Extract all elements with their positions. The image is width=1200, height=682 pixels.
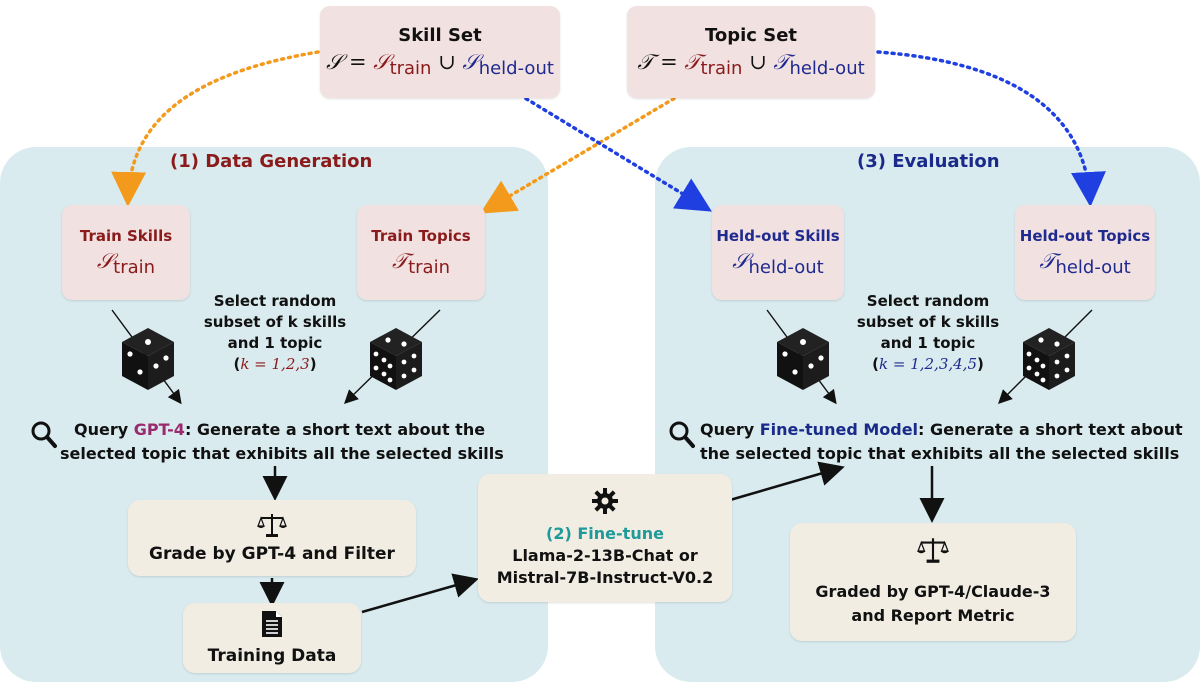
train-topics-title: Train Topics xyxy=(371,227,471,245)
topic-heldout-sub: held-out xyxy=(789,58,865,79)
sub: train xyxy=(113,257,156,278)
training-data-label: Training Data xyxy=(207,646,337,666)
arrow-topicset-to-train-topics xyxy=(479,93,682,214)
symbol: 𝒯 xyxy=(1039,249,1056,273)
fine-tune-line1: Llama-2-13B-Chat or xyxy=(512,545,698,565)
k-expr: k = 1,2,3,4,5 xyxy=(879,355,977,373)
formula-eq: = xyxy=(342,50,374,74)
paren: ) xyxy=(976,355,984,373)
arrow-skillset-to-heldout-skills xyxy=(518,93,712,212)
symbol: 𝒮 xyxy=(732,249,749,273)
skill-heldout-symbol: 𝒮 xyxy=(462,50,479,74)
caption-line: and 1 topic xyxy=(227,334,323,352)
skill-set-formula: 𝒮 = 𝒮train ∪ 𝒮held-out xyxy=(326,50,554,79)
evaluation-heading: (3) Evaluation xyxy=(857,151,1000,172)
train-skills-title: Train Skills xyxy=(79,227,173,245)
topic-train-symbol: 𝒯 xyxy=(684,50,701,74)
caption-line: Select random xyxy=(213,292,337,310)
formula-union: ∪ xyxy=(742,50,774,74)
grade-filter-box: Grade by GPT-4 and Filter xyxy=(128,500,416,576)
skill-heldout-sub: held-out xyxy=(478,58,554,79)
train-skills-symbol: 𝒮train xyxy=(97,249,155,278)
heldout-skills-symbol: 𝒮held-out xyxy=(732,249,823,278)
dg-select-caption: Select random subset of k skills and 1 t… xyxy=(200,291,350,375)
scales-icon xyxy=(257,514,287,537)
query-model: Fine-tuned Model xyxy=(759,420,919,439)
topic-set-formula: 𝒯 = 𝒯train ∪ 𝒯held-out xyxy=(637,50,864,79)
query-model: GPT-4 xyxy=(133,420,185,439)
topic-set-symbol: 𝒯 xyxy=(637,50,654,74)
skill-set-title: Skill Set xyxy=(398,25,482,46)
topic-heldout-symbol: 𝒯 xyxy=(773,50,790,74)
sub: held-out xyxy=(1055,257,1131,278)
caption-line: Select random xyxy=(866,292,990,310)
train-topics-box: Train Topics 𝒯train xyxy=(357,205,485,300)
topic-set-box: Topic Set 𝒯 = 𝒯train ∪ 𝒯held-out xyxy=(627,6,875,98)
heldout-topics-symbol: 𝒯held-out xyxy=(1039,249,1130,278)
heldout-topics-title: Held-out Topics xyxy=(1019,227,1151,245)
arrow-skillset-to-train-skills xyxy=(111,50,320,207)
scales-icon xyxy=(917,538,949,563)
k-values: (k = 1,2,3) xyxy=(200,354,350,375)
symbol: 𝒮 xyxy=(96,249,114,273)
formula-union: ∪ xyxy=(431,50,463,74)
paren: ) xyxy=(309,355,317,373)
query-prefix: Query xyxy=(74,420,134,439)
arrow-topicset-to-heldout-topics xyxy=(876,50,1106,207)
query-rest: : Generate a short text about the xyxy=(184,420,486,439)
eval-select-caption: Select random subset of k skills and 1 t… xyxy=(853,291,1003,375)
caption-line: and 1 topic xyxy=(880,334,976,352)
skill-set-symbol: 𝒮 xyxy=(326,50,343,74)
caption-line: subset of k skills xyxy=(203,313,347,331)
paren: ( xyxy=(233,355,241,373)
skill-set-box: Skill Set 𝒮 = 𝒮train ∪ 𝒮held-out xyxy=(320,6,560,98)
topic-train-sub: train xyxy=(700,58,743,79)
skill-train-sub: train xyxy=(389,58,432,79)
sub: held-out xyxy=(748,257,824,278)
fine-tune-heading: (2) Fine-tune xyxy=(546,523,664,543)
document-icon xyxy=(262,611,282,637)
query-line2: selected topic that exhibits all the sel… xyxy=(60,444,504,463)
paren: ( xyxy=(872,355,879,373)
fine-tune-line2: Mistral-7B-Instruct-V0.2 xyxy=(496,567,714,587)
formula-eq: = xyxy=(653,50,685,74)
graded-report-box: Graded by GPT-4/Claude-3 and Report Metr… xyxy=(790,523,1076,641)
sub: train xyxy=(408,257,450,278)
graded-line1: Graded by GPT-4/Claude-3 xyxy=(815,582,1051,601)
gear-icon xyxy=(592,487,618,514)
eval-query-text: Query Fine-tuned Model: Generate a short… xyxy=(700,418,1196,466)
heldout-skills-title: Held-out Skills xyxy=(716,227,840,245)
training-data-box: Training Data xyxy=(183,603,361,673)
caption-line: subset of k skills xyxy=(856,313,1000,331)
skill-train-symbol: 𝒮 xyxy=(373,50,390,74)
topic-set-title: Topic Set xyxy=(704,25,798,46)
query-rest: : Generate a short text about xyxy=(918,420,1183,439)
train-skills-box: Train Skills 𝒮train xyxy=(62,205,190,300)
symbol: 𝒯 xyxy=(392,249,409,273)
heldout-skills-box: Held-out Skills 𝒮held-out xyxy=(712,205,844,300)
k-expr: k = 1,2,3 xyxy=(240,355,310,373)
data-generation-heading: (1) Data Generation xyxy=(170,151,373,172)
dg-query-text: Query GPT-4: Generate a short text about… xyxy=(60,418,530,466)
query-line2: the selected topic that exhibits all the… xyxy=(700,444,1180,463)
fine-tune-box: (2) Fine-tune Llama-2-13B-Chat or Mistra… xyxy=(478,474,732,602)
grade-label: Grade by GPT-4 and Filter xyxy=(149,544,395,564)
train-topics-symbol: 𝒯train xyxy=(392,249,450,278)
graded-line2: and Report Metric xyxy=(851,606,1015,625)
query-prefix: Query xyxy=(700,420,760,439)
k-values: (k = 1,2,3,4,5) xyxy=(853,354,1003,375)
heldout-topics-box: Held-out Topics 𝒯held-out xyxy=(1015,205,1155,300)
